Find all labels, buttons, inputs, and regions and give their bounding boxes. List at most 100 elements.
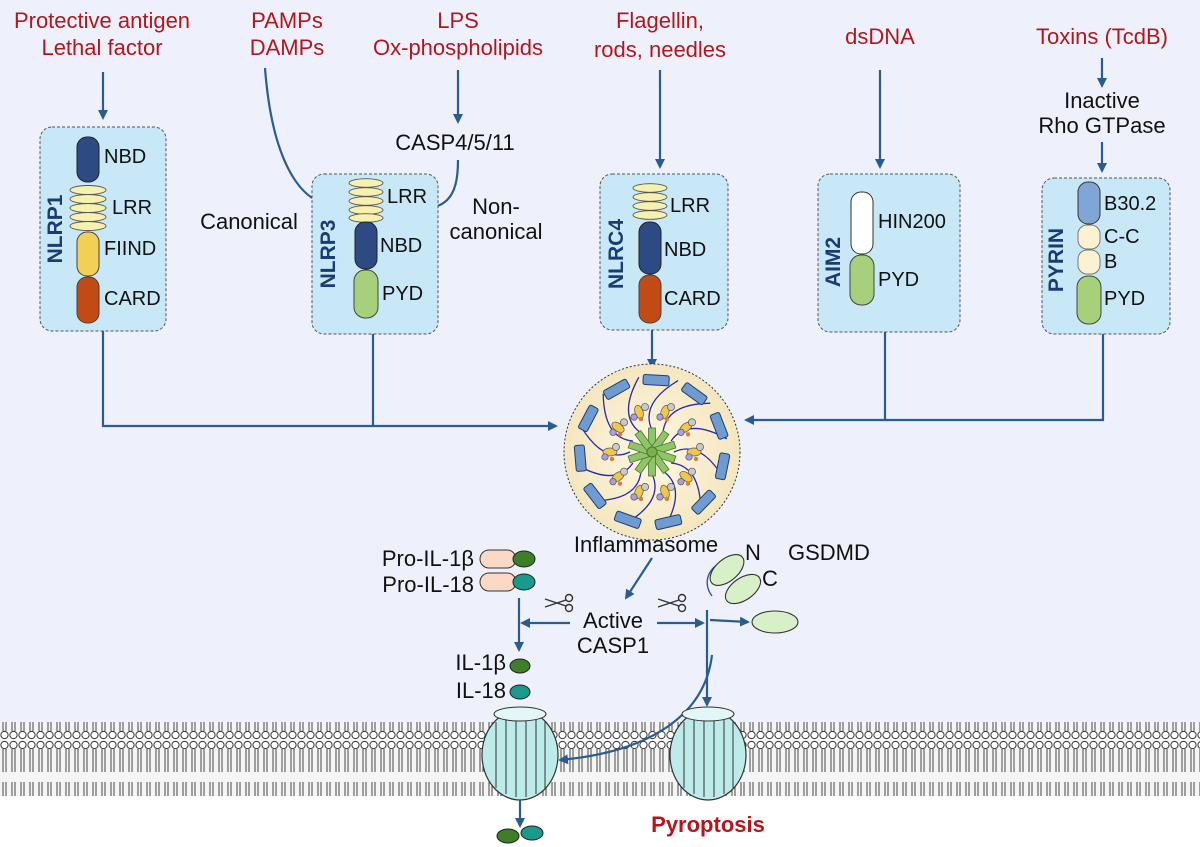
sensor-aim2-name: AIM2 xyxy=(822,237,845,287)
domain-lrr xyxy=(632,183,668,220)
released-il1b xyxy=(496,828,520,844)
adaptor-particle xyxy=(641,482,649,491)
domain-lrr xyxy=(69,185,107,231)
domain-nbd xyxy=(638,221,662,275)
svg-text:Ox-phospholipids: Ox-phospholipids xyxy=(373,35,543,60)
adaptor-particle xyxy=(630,413,638,421)
domain-nbd xyxy=(354,221,378,270)
adaptor-particle xyxy=(677,478,685,486)
pro-il18: Pro-IL-18 xyxy=(382,572,536,597)
trigger-nlrp1: Protective antigen Lethal factor xyxy=(14,8,190,60)
adaptor-particle xyxy=(685,481,691,486)
domain-hin200 xyxy=(850,191,874,255)
scissors-icon xyxy=(657,593,687,613)
adaptor-particle xyxy=(617,481,623,486)
adaptor-particle xyxy=(638,496,644,502)
svg-text:Active: Active xyxy=(583,608,643,633)
svg-text:PYD: PYD xyxy=(1104,288,1145,310)
svg-text:CASP1: CASP1 xyxy=(577,633,649,658)
released-il18 xyxy=(520,825,544,841)
adaptor-particle xyxy=(620,418,628,427)
svg-text:PYD: PYD xyxy=(382,283,423,305)
svg-text:PYD: PYD xyxy=(878,269,919,291)
svg-text:NBD: NBD xyxy=(664,239,706,261)
pro-il1b: Pro-IL-1β xyxy=(382,546,536,571)
inflammasome-to-casp1-arrow xyxy=(624,557,653,600)
domain-b xyxy=(1077,249,1101,275)
caspase-block xyxy=(613,510,642,529)
domain-card xyxy=(638,274,662,324)
adaptor-particle xyxy=(677,428,685,436)
domain-nbd xyxy=(76,136,100,183)
svg-text:Pro-IL-18: Pro-IL-18 xyxy=(382,572,474,597)
adaptor-particle xyxy=(609,428,617,436)
inflammasome-label: Inflammasome xyxy=(574,532,718,557)
svg-text:C-C: C-C xyxy=(1104,226,1140,248)
svg-text:IL-1β: IL-1β xyxy=(455,650,506,675)
sensor-pyrin: PYRIN B30.2 C-C B PYD xyxy=(1041,177,1171,335)
svg-text:Non-: Non- xyxy=(472,194,520,219)
complex-center xyxy=(646,446,658,458)
adaptor-particle xyxy=(609,478,617,486)
sensor-nlrc4-name: NLRC4 xyxy=(605,219,628,289)
canonical-label: Canonical xyxy=(200,209,298,234)
noncanonical-label: Non- canonical xyxy=(450,194,543,244)
sensor-nlrc4: NLRC4 LRR NBD CARD xyxy=(599,173,729,331)
adaptor-particle xyxy=(696,443,704,451)
caspase-block xyxy=(583,482,607,510)
gsdmd-pore-right xyxy=(669,706,747,801)
adaptor-particle xyxy=(630,493,638,501)
svg-text:LRR: LRR xyxy=(112,197,152,219)
adaptor-particle xyxy=(656,413,664,421)
adaptor-filament xyxy=(627,376,642,434)
adaptor-particle xyxy=(620,467,628,476)
sensor-aim2: AIM2 HIN200 PYD xyxy=(817,173,961,333)
svg-text:LRR: LRR xyxy=(670,195,710,217)
lipid-bilayer xyxy=(0,722,1200,796)
svg-text:NBD: NBD xyxy=(380,235,422,257)
gsdmd-cleavage-arrow xyxy=(709,616,750,627)
caspase-block xyxy=(654,514,683,531)
svg-text:LPS: LPS xyxy=(437,8,479,33)
domain-cc xyxy=(1077,224,1101,250)
sensor-pyrin-name: PYRIN xyxy=(1045,228,1068,292)
caspase-block xyxy=(681,382,708,406)
rho-label: Inactive Rho GTPase xyxy=(1038,88,1165,138)
caspase-block xyxy=(691,489,716,515)
adaptor-particle xyxy=(641,403,649,412)
svg-text:Inactive: Inactive xyxy=(1064,88,1140,113)
pore-release-arrow xyxy=(558,654,714,765)
svg-text:DAMPs: DAMPs xyxy=(250,35,325,60)
trigger-nlrc4: Flagellin, rods, needles xyxy=(594,8,726,62)
adaptor-particle xyxy=(601,453,609,461)
adaptor-particle xyxy=(685,453,693,461)
adaptor-particle xyxy=(609,456,615,462)
svg-text:GSDMD: GSDMD xyxy=(788,540,870,565)
domain-lrr xyxy=(348,178,384,223)
domain-pyd xyxy=(1076,275,1102,325)
svg-text:C: C xyxy=(762,566,778,591)
svg-text:rods, needles: rods, needles xyxy=(594,37,726,62)
svg-text:PAMPs: PAMPs xyxy=(251,8,323,33)
gsdmd-protein: N C GSDMD xyxy=(706,540,870,605)
adaptor-particle xyxy=(638,416,644,422)
adaptor-particle xyxy=(664,496,670,502)
svg-text:B30.2: B30.2 xyxy=(1104,193,1156,215)
extracellular-space xyxy=(0,796,1200,847)
trigger-nlrp3: PAMPs DAMPs xyxy=(250,8,325,60)
trigger-pyrin: Toxins (TcdB) xyxy=(1036,24,1168,49)
gsdmd-pore-left xyxy=(481,706,559,801)
svg-text:NBD: NBD xyxy=(104,146,146,168)
svg-text:Flagellin,: Flagellin, xyxy=(616,8,704,33)
trigger-lps: LPS Ox-phospholipids xyxy=(373,8,543,60)
inflammasome-structure xyxy=(573,373,731,531)
svg-text:IL-18: IL-18 xyxy=(456,678,506,703)
domain-fiind xyxy=(76,231,100,277)
adaptor-filament xyxy=(648,380,679,431)
caspase-block xyxy=(714,452,731,481)
domain-card xyxy=(76,276,100,324)
svg-text:Pro-IL-1β: Pro-IL-1β xyxy=(382,546,474,571)
adaptor-particle xyxy=(612,443,620,451)
sensor-nlrp3: NLRP3 LRR NBD PYD xyxy=(311,173,439,335)
